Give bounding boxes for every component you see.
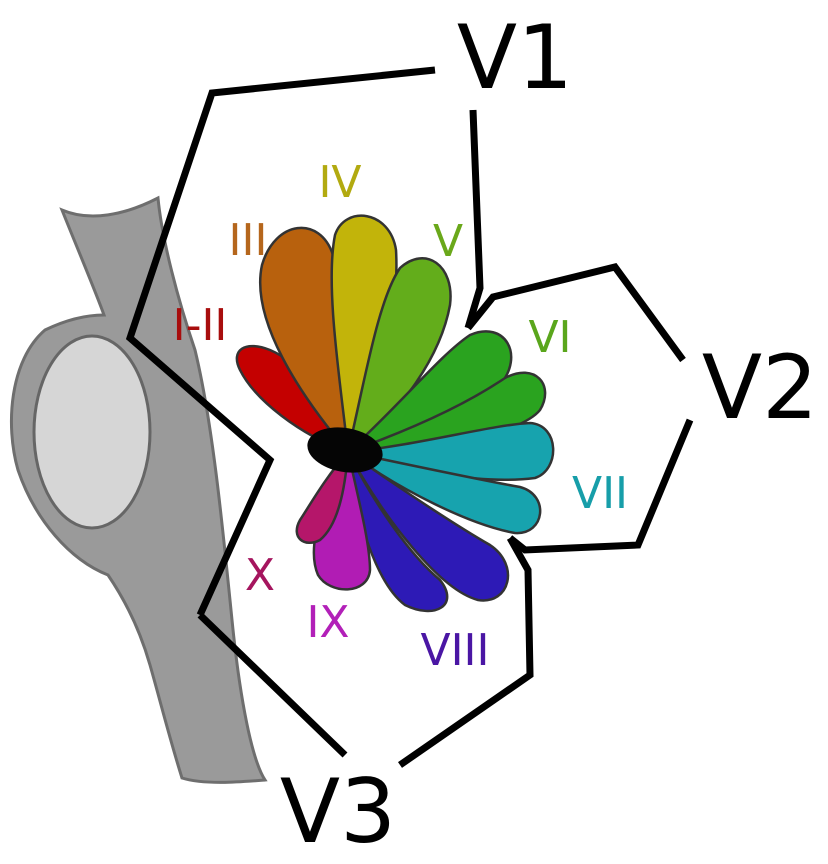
region-label-v1: V1 [457,6,573,109]
lobule-label-viii: VIII [420,625,489,676]
region-label-v2: V2 [702,336,818,439]
lobule-label-x: X [245,550,275,601]
v2-outline [465,263,686,363]
brainstem-oval [32,334,152,530]
petal-hub [307,427,383,473]
lobule-label-ix: IX [306,597,349,648]
v2-lower [507,418,694,554]
lobule-label-iv: IV [318,157,361,208]
lobule-label-iii: III [229,215,268,266]
lobule-label-v: V [433,216,463,267]
region-labels: V1 V2 V3 [280,6,818,863]
lobule-label-vi: VI [528,312,571,363]
region-outlines [125,66,694,768]
v3-outline [398,536,534,768]
petal-x [295,450,350,545]
region-label-v3: V3 [280,760,396,859]
lobule-petals [235,214,555,613]
v3-left [197,612,348,758]
lobule-label-vii: VII [572,468,628,519]
petal-vii-b [346,450,542,535]
v1-outline [125,66,436,617]
lobule-label-i-ii: I-II [173,300,228,351]
v1-right-edge [464,109,484,330]
lobule-labels: I-II III IV V VI VII VIII IX X [173,157,628,676]
petal-viii [346,450,510,602]
